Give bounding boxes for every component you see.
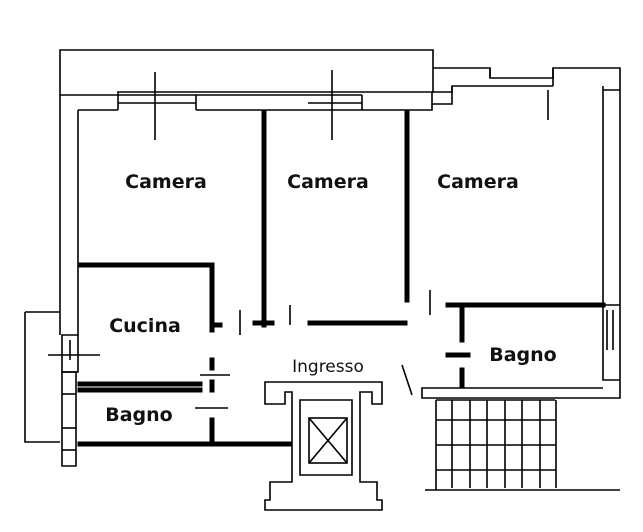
room-label-bagno-left: Bagno [105, 404, 172, 426]
interior-walls [77, 109, 606, 447]
room-label-cucina: Cucina [109, 315, 181, 337]
door-marks [154, 70, 549, 409]
room-label-camera-3: Camera [437, 171, 519, 193]
room-label-ingresso: Ingresso [292, 357, 364, 377]
room-label-bagno-right: Bagno [489, 344, 556, 366]
stair-treads [436, 400, 557, 488]
room-label-camera-1: Camera [125, 171, 207, 193]
outer-walls [59, 67, 621, 399]
left-external [24, 311, 100, 467]
elevator-shaft [264, 381, 383, 511]
stairwell [425, 399, 620, 491]
balcony [59, 49, 434, 96]
room-label-camera-2: Camera [287, 171, 369, 193]
